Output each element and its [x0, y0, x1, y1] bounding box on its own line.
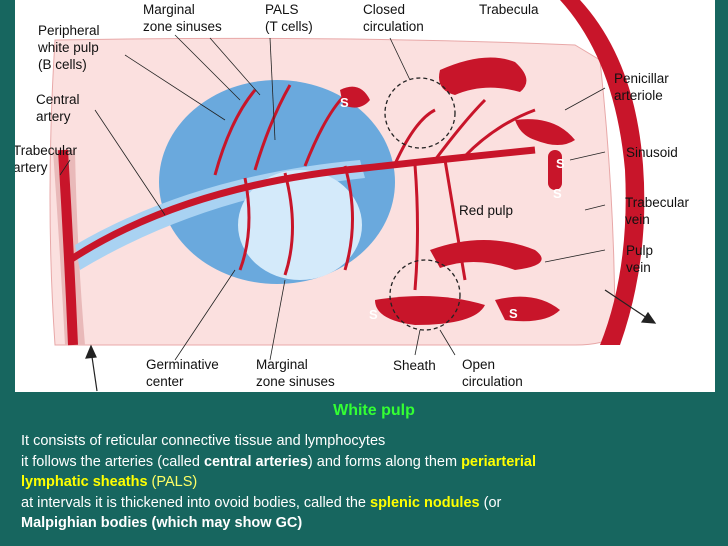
- label-marginal-bottom-1: Marginal: [256, 357, 308, 372]
- svg-text:S: S: [509, 306, 518, 321]
- caption-panel: White pulp It consists of reticular conn…: [0, 400, 728, 546]
- label-trabecular-artery-1: Trabecular: [15, 143, 78, 158]
- label-trabecular-artery-2: artery: [15, 160, 48, 175]
- caption-line-2-mid: ) and forms along them: [307, 453, 462, 470]
- caption-line-4-post: (or: [479, 494, 502, 511]
- caption-periarterial: periarterial: [461, 453, 537, 470]
- caption-title: White pulp: [333, 402, 415, 419]
- label-trabecular-vein-2: vein: [625, 212, 650, 227]
- caption-pals: (PALS): [147, 474, 198, 490]
- caption-line-4-pre: at intervals it is thickened into ovoid …: [21, 494, 371, 511]
- caption-splenic-nodules: splenic nodules: [370, 494, 480, 511]
- label-trabecula: Trabecula: [479, 2, 539, 17]
- label-open-circ-1: Open: [462, 357, 495, 372]
- caption-line-5: Malpighian bodies (which may show GC): [0, 513, 728, 534]
- label-trabecular-vein-1: Trabecular: [625, 195, 690, 210]
- diagram-labels: Peripheral white pulp (B cells) Marginal…: [15, 2, 690, 389]
- label-peripheral-white-pulp-2: white pulp: [37, 40, 99, 55]
- germinal-center: [238, 170, 362, 280]
- label-peripheral-white-pulp-3: (B cells): [38, 57, 87, 72]
- open-circulation-ring: [389, 259, 461, 331]
- label-germinative-1: Germinative: [146, 357, 219, 372]
- label-pals-1: PALS: [265, 2, 299, 17]
- caption-central-arteries: central arteries: [203, 453, 308, 470]
- spleen-illustration: S S S S S Peripheral white pulp (B cells…: [15, 0, 690, 392]
- capsule-trabecula: [560, 0, 645, 345]
- caption-line-1: It consists of reticular connective tiss…: [0, 431, 728, 452]
- spleen-diagram: S S S S S Peripheral white pulp (B cells…: [15, 0, 715, 392]
- label-sinusoid: Sinusoid: [626, 145, 678, 160]
- caption-line-1-text: It consists of reticular connective tiss…: [21, 433, 386, 449]
- sinus-markers: S S S S S: [340, 95, 565, 322]
- label-marginal-top-1: Marginal: [143, 2, 195, 17]
- label-sheath: Sheath: [393, 358, 436, 373]
- caption-line-4: at intervals it is thickened into ovoid …: [0, 493, 728, 514]
- label-pulp-vein-2: vein: [626, 260, 651, 275]
- label-central-artery-2: artery: [36, 109, 71, 124]
- label-marginal-bottom-2: zone sinuses: [256, 374, 335, 389]
- label-open-circ-2: circulation: [462, 374, 523, 389]
- caption-malpighian: Malpighian bodies (which may show GC): [21, 515, 303, 531]
- label-closed-circ-1: Closed: [363, 2, 405, 17]
- svg-text:S: S: [340, 95, 349, 110]
- svg-text:S: S: [556, 156, 565, 171]
- trabecular-artery: [58, 149, 78, 346]
- label-penicillar-2: arteriole: [614, 88, 663, 103]
- closed-circulation-ring: [384, 77, 456, 149]
- caption-line-3: lymphatic sheaths (PALS): [0, 472, 728, 493]
- label-germinative-2: center: [146, 374, 184, 389]
- caption-line-2: it follows the arteries (called central …: [0, 452, 728, 473]
- svg-text:S: S: [369, 307, 378, 322]
- svg-text:S: S: [553, 186, 562, 201]
- caption-line-2-pre: it follows the arteries (called: [21, 453, 204, 470]
- label-penicillar-1: Penicillar: [614, 71, 669, 86]
- label-central-artery-1: Central: [36, 92, 80, 107]
- label-peripheral-white-pulp-1: Peripheral: [38, 23, 100, 38]
- leader-lines: [59, 34, 606, 361]
- label-red-pulp: Red pulp: [459, 203, 513, 218]
- flow-arrows: [85, 289, 657, 392]
- label-pals-2: (T cells): [265, 19, 313, 34]
- label-pulp-vein-1: Pulp: [626, 243, 653, 258]
- arterial-branches: [213, 84, 536, 291]
- label-marginal-top-2: zone sinuses: [143, 19, 222, 34]
- caption-lymphatic-sheaths: lymphatic sheaths: [21, 474, 148, 490]
- label-closed-circ-2: circulation: [363, 19, 424, 34]
- red-pulp-cords: [340, 57, 575, 325]
